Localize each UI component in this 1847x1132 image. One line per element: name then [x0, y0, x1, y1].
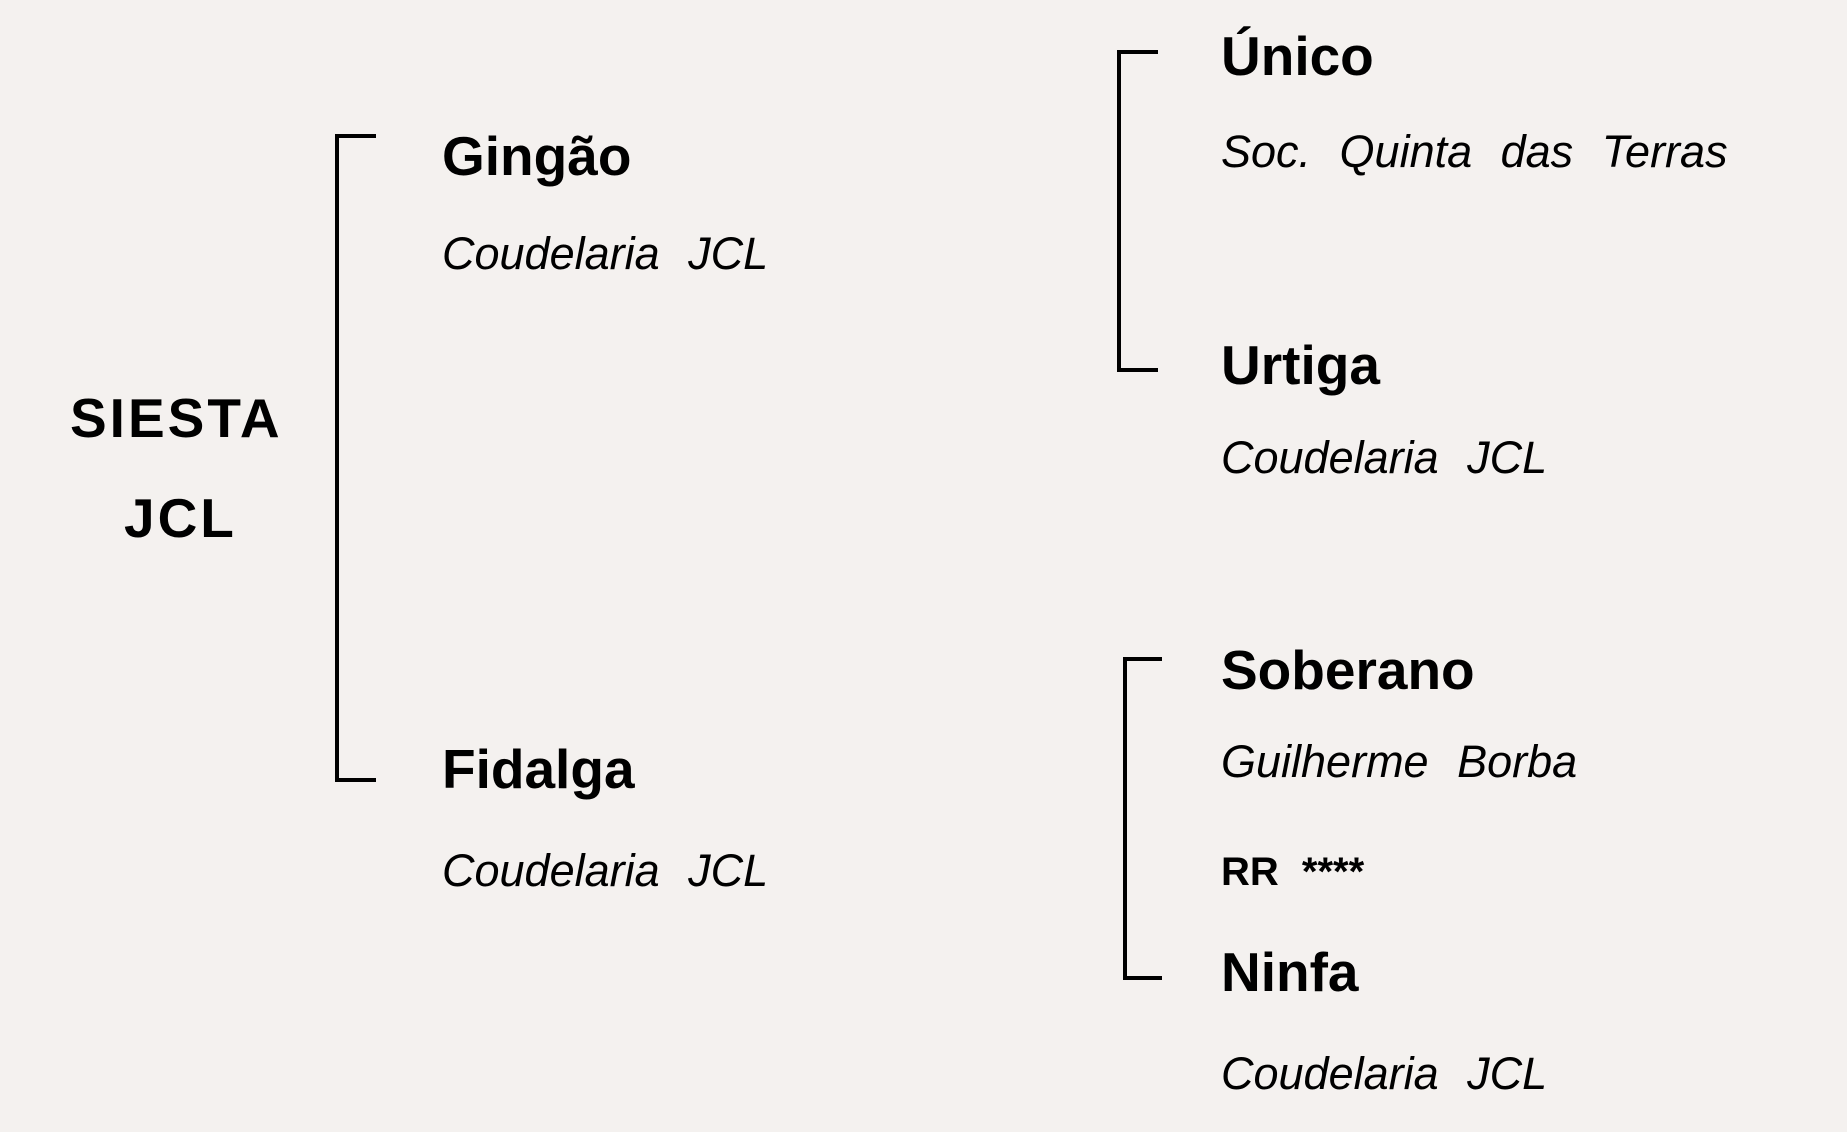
- dam-name: Fidalga: [442, 738, 635, 800]
- maternal-grandsire-name: Soberano: [1221, 639, 1475, 701]
- bracket-subject-parents: [335, 134, 376, 782]
- paternal-granddam-breeder: Coudelaria JCL: [1221, 432, 1548, 483]
- dam-breeder: Coudelaria JCL: [442, 845, 769, 896]
- subject-name: SIESTA: [70, 387, 283, 449]
- maternal-grandsire-breeder: Guilherme Borba: [1221, 736, 1578, 787]
- sire-breeder: Coudelaria JCL: [442, 228, 769, 279]
- bracket-sire-grandparents: [1117, 50, 1158, 372]
- paternal-granddam-name: Urtiga: [1221, 334, 1380, 396]
- bracket-dam-grandparents: [1123, 657, 1162, 980]
- maternal-granddam-breeder: Coudelaria JCL: [1221, 1048, 1548, 1099]
- paternal-grandsire-name: Único: [1221, 25, 1374, 87]
- paternal-grandsire-breeder: Soc. Quinta das Terras: [1221, 126, 1728, 177]
- maternal-granddam-name: Ninfa: [1221, 941, 1359, 1003]
- maternal-grandsire-rating: RR ****: [1221, 850, 1365, 894]
- subject-suffix: JCL: [124, 487, 237, 549]
- sire-name: Gingão: [442, 125, 632, 187]
